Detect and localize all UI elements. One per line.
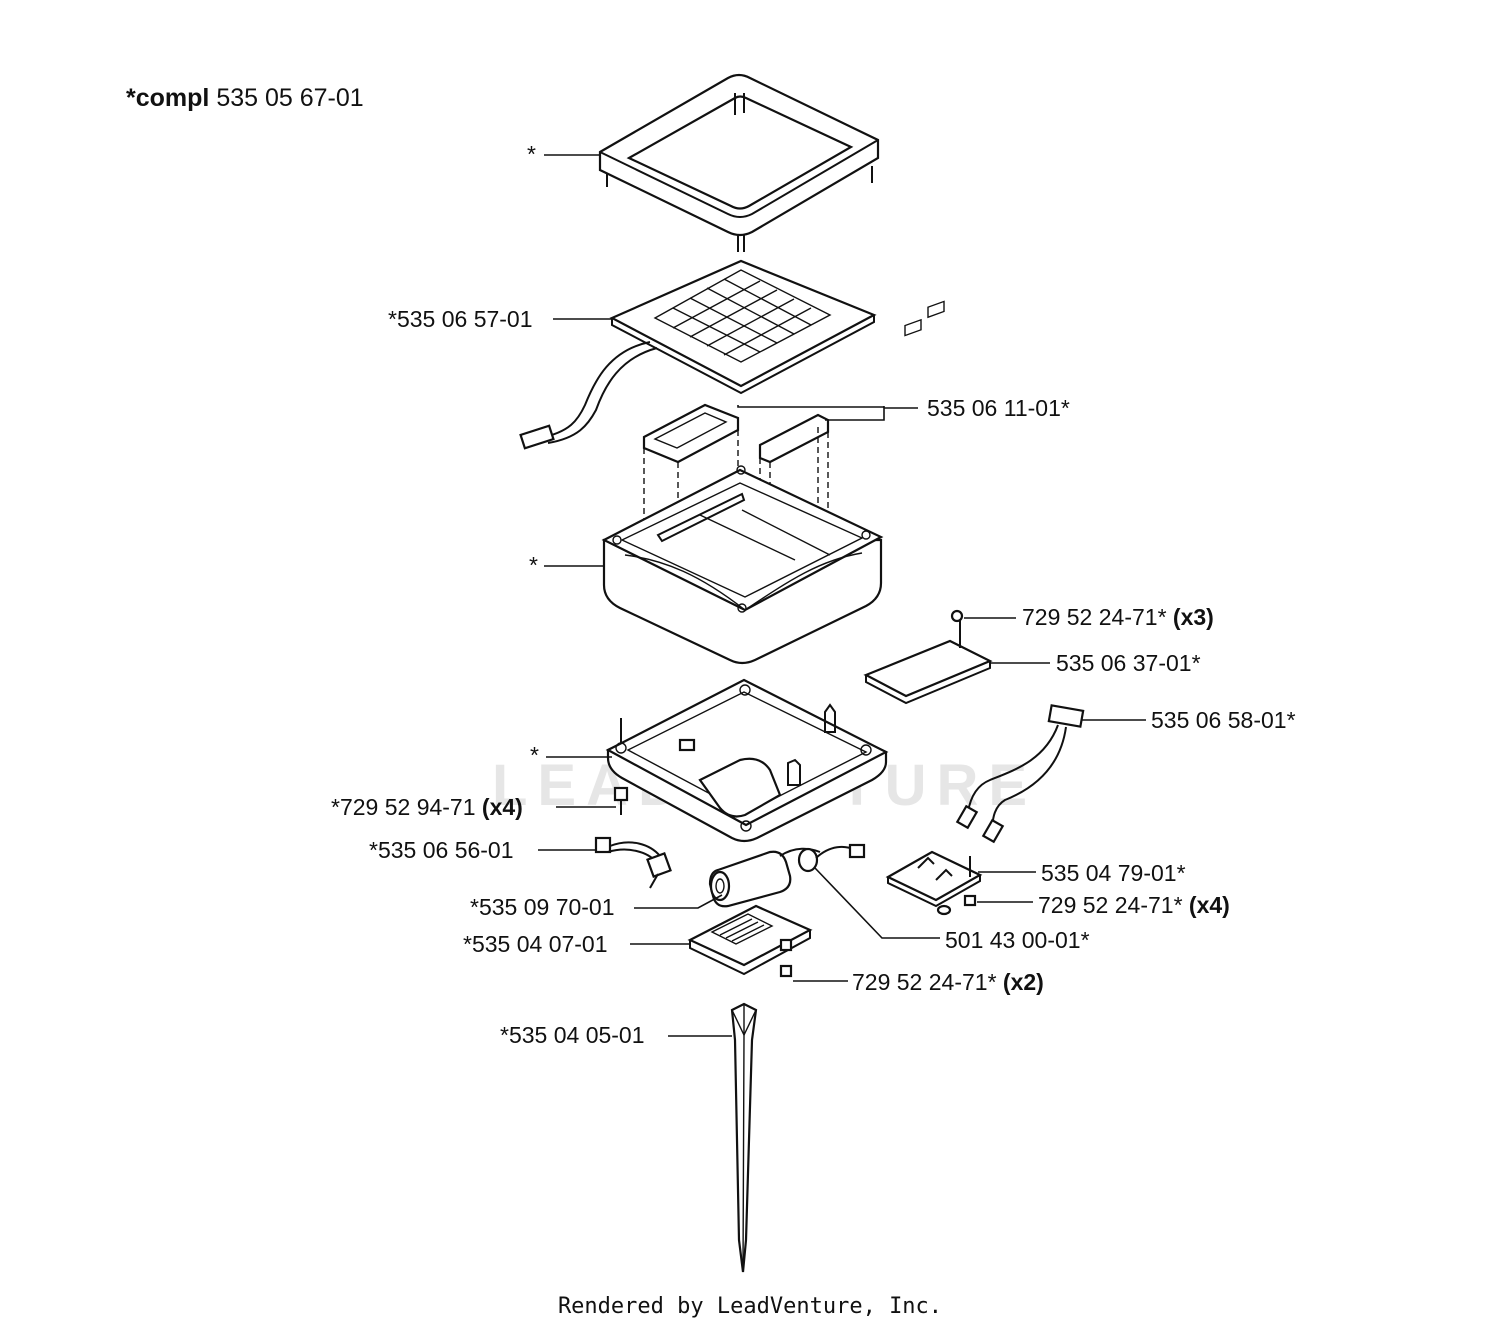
label-circuit-board: 535 06 37-01* xyxy=(1056,650,1201,676)
battery-cover xyxy=(687,904,813,978)
solar-panel xyxy=(519,259,877,450)
label-battery-holders: 535 06 11-01* xyxy=(927,395,1070,421)
circuit-board xyxy=(863,300,993,705)
base-screw-number: *729 52 94-71 xyxy=(331,794,476,820)
label-bracket: 535 04 79-01* xyxy=(1041,860,1186,886)
screw-board-qty: (x3) xyxy=(1172,604,1214,630)
bracket xyxy=(885,850,983,916)
base-screw-qty: (x4) xyxy=(481,794,523,820)
label-base-screw: *729 52 94-71 (x4) xyxy=(331,796,523,819)
capacitor-ferrite xyxy=(708,843,866,908)
label-screw-board: 729 52 24-71* (x3) xyxy=(1022,606,1214,629)
screw-board-number: 729 52 24-71* xyxy=(1022,604,1167,630)
housing xyxy=(601,465,884,665)
cover-screw-qty: (x2) xyxy=(1002,969,1044,995)
bracket-screw-number: 729 52 24-71* xyxy=(1038,892,1183,918)
label-cable-switch: *535 06 56-01 xyxy=(369,837,514,863)
label-housing: * xyxy=(529,552,538,578)
label-capacitor: *535 09 70-01 xyxy=(470,894,615,920)
ground-stake xyxy=(730,1002,758,1273)
label-bracket-screw: 729 52 24-71* (x4) xyxy=(1038,894,1230,917)
cover-frame xyxy=(598,73,880,252)
compl-number: 535 05 67-01 xyxy=(216,84,364,112)
cable-plug xyxy=(955,704,1085,844)
cover-screw-number: 729 52 24-71* xyxy=(852,969,997,995)
compl-prefix: *compl xyxy=(126,84,210,112)
label-ferrite: 501 43 00-01* xyxy=(945,927,1090,953)
label-cover-screw: 729 52 24-71* (x2) xyxy=(852,971,1044,994)
footer-credit: Rendered by LeadVenture, Inc. xyxy=(557,1294,943,1319)
label-base: * xyxy=(530,742,539,768)
cable-switch xyxy=(594,836,672,889)
base xyxy=(605,678,889,843)
compl-label: *compl 535 05 67-01 xyxy=(126,86,364,111)
bracket-screw-qty: (x4) xyxy=(1188,892,1230,918)
leader-lines xyxy=(538,154,1146,1037)
label-stake: *535 04 05-01 xyxy=(500,1022,645,1048)
label-battery-cover: *535 04 07-01 xyxy=(463,931,608,957)
label-cover: * xyxy=(527,141,536,167)
label-cable-plug: 535 06 58-01* xyxy=(1151,707,1296,733)
label-solar-panel: *535 06 57-01 xyxy=(388,306,533,332)
